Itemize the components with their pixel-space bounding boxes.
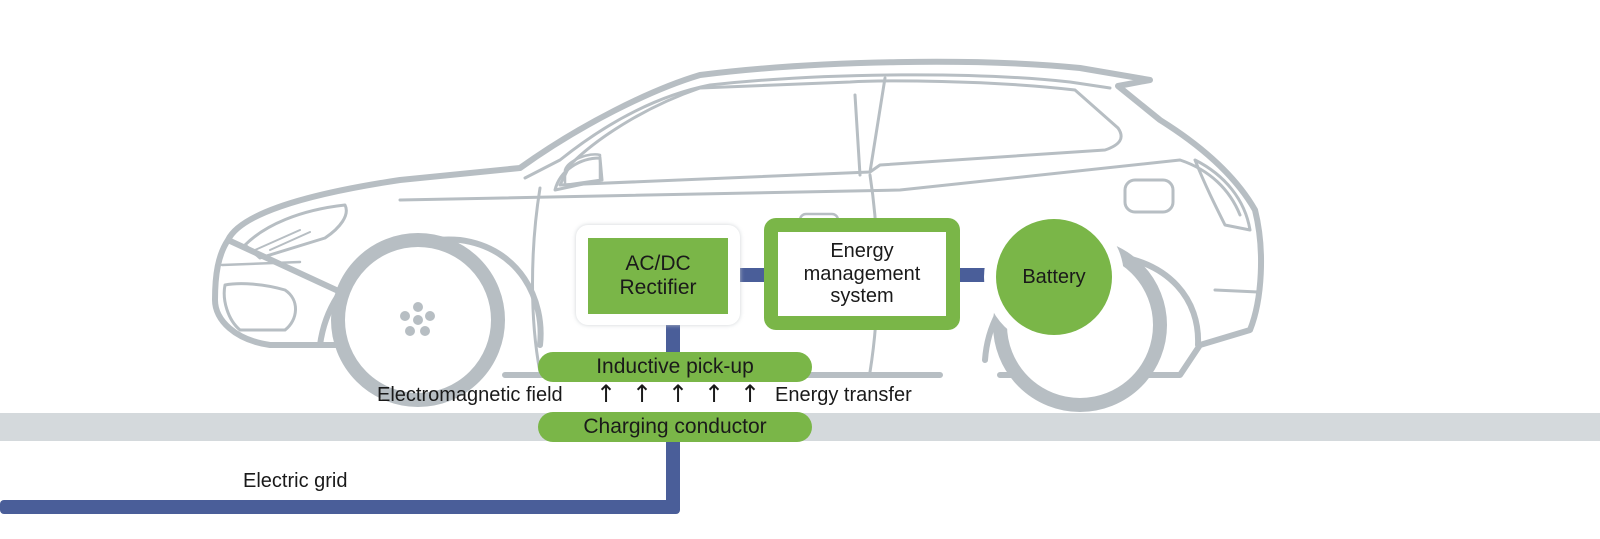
connector-rectifier-pickup	[666, 318, 680, 352]
connector-rectifier-ems	[738, 268, 764, 282]
charging-conductor-label: Charging conductor	[583, 415, 767, 438]
energy-transfer-label: Energy transfer	[775, 384, 912, 406]
charging-conductor-pill	[538, 412, 812, 442]
energy-management-block	[764, 218, 960, 330]
rectifier-label: AC/DC Rectifier	[619, 252, 697, 299]
electric-grid-line	[0, 500, 680, 514]
front-wheel	[331, 233, 505, 407]
up-arrow-icon: ↑	[740, 380, 761, 408]
rectifier-block	[576, 225, 740, 325]
electromagnetic-field-label: Electromagnetic field	[377, 384, 563, 406]
up-arrow-icon: ↑	[596, 380, 617, 408]
electric-grid-label: Electric grid	[243, 470, 348, 492]
power-connectors	[0, 268, 988, 514]
connector-ems-battery	[960, 268, 988, 282]
up-arrow-icon: ↑	[632, 380, 653, 408]
battery-label: Battery	[1022, 265, 1086, 288]
inductive-pickup-pill	[538, 352, 812, 382]
inductive-pickup-label: Inductive pick-up	[596, 355, 754, 378]
energy-management-label: Energy management system	[803, 240, 921, 308]
up-arrow-icon: ↑	[668, 380, 689, 408]
battery-block	[984, 207, 1124, 347]
connector-conductor-grid	[666, 435, 680, 510]
up-arrow-icon: ↑	[704, 380, 725, 408]
